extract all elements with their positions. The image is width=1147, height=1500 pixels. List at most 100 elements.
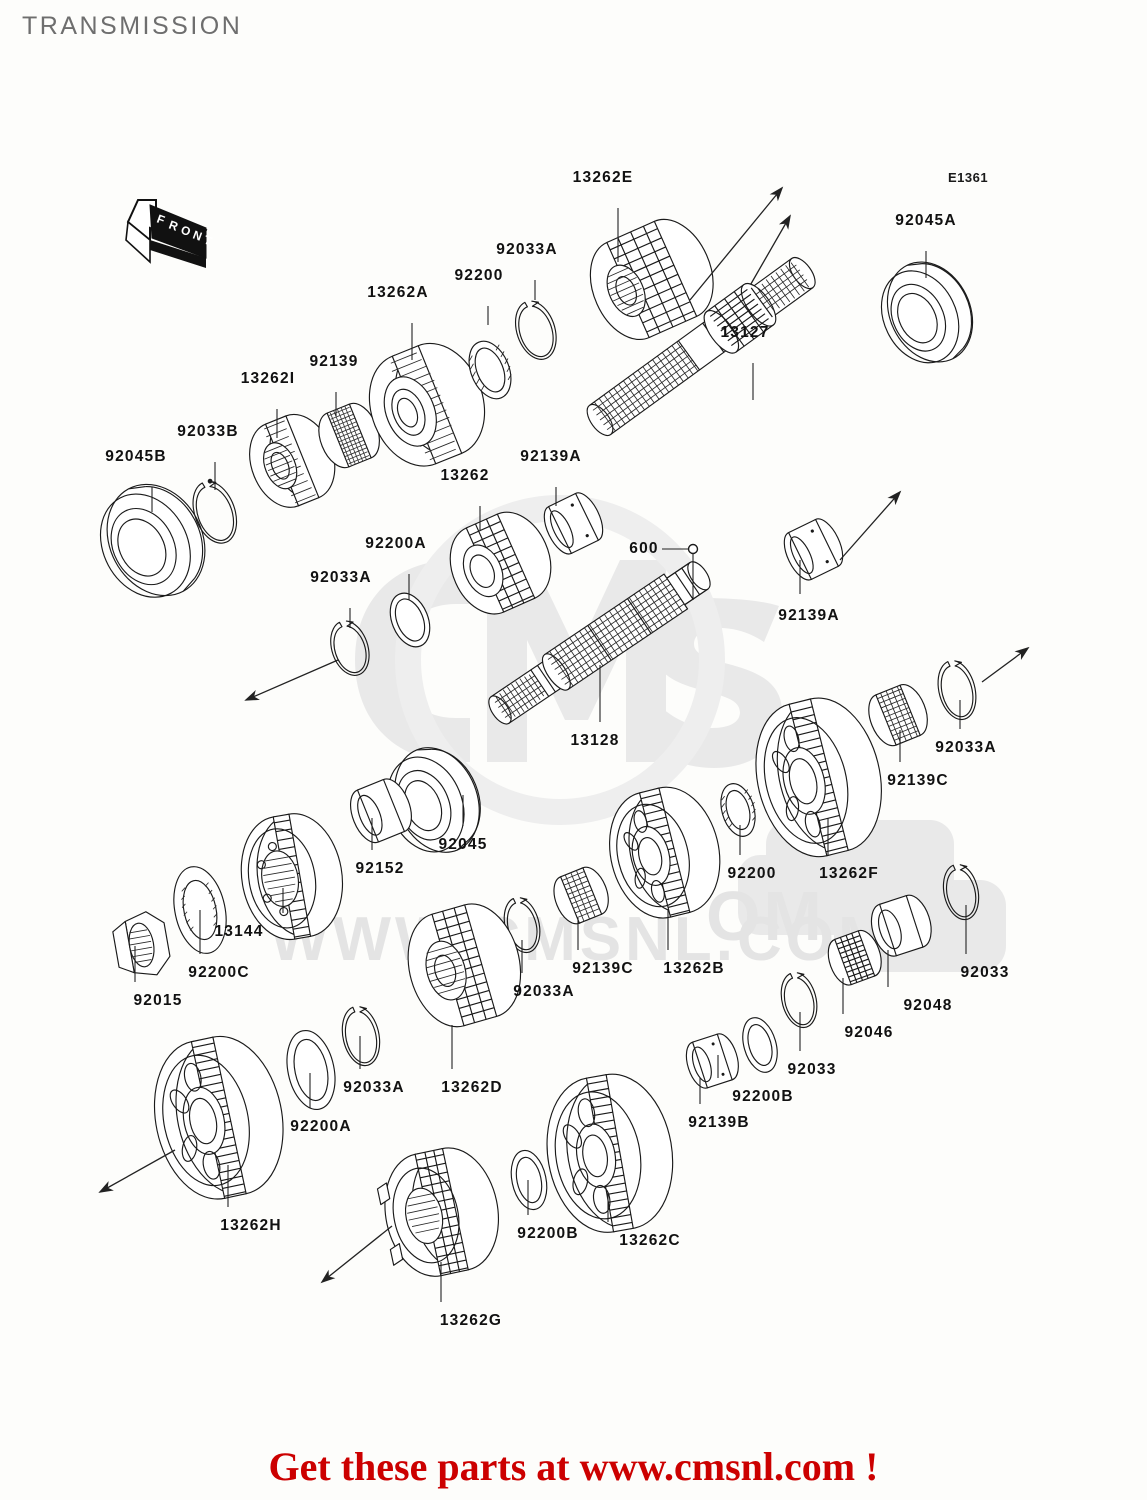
part-92152-collar: [350, 778, 412, 844]
part-13127-shaft: [586, 256, 816, 437]
svg-text:OM: OM: [706, 877, 825, 955]
part-number-label: 13262B: [663, 960, 725, 977]
part-13262C-gear: [546, 1073, 674, 1233]
part-number-label: 92033A: [935, 739, 997, 756]
callout-92033b: 92033B: [177, 423, 239, 490]
part-13262B-gear: [609, 786, 721, 919]
part-92033A-snap-ring-midleft: [330, 620, 370, 676]
part-92139B-bushing: [685, 1033, 739, 1089]
part-92139A-bushing-left: [543, 492, 604, 555]
part-13262H-gear: [153, 1035, 284, 1200]
part-92200B-washer-right: [742, 1017, 778, 1073]
callout-92033: 92033: [960, 905, 1009, 981]
part-92033A-snap-ring-right: [937, 660, 977, 721]
part-number-label: 92033A: [496, 241, 558, 258]
callout-92200b: 92200B: [717, 1055, 794, 1105]
part-number-label: 92033: [960, 964, 1009, 981]
part-number-label: 13262A: [367, 284, 429, 301]
callout-92200a: 92200A: [365, 535, 427, 600]
part-92045B-bearing: [99, 483, 206, 598]
part-600-pin: [662, 543, 699, 600]
part-13262F-gear: [755, 697, 882, 858]
part-92033A-snap-ring-lowerleft: [341, 1006, 381, 1067]
part-number-label: 92033A: [343, 1079, 405, 1096]
callout-92200: 92200: [727, 825, 776, 882]
part-92033-snap-ring-left: [780, 972, 818, 1029]
part-13262E-gear: [589, 218, 714, 341]
callout-13262e: 13262E: [573, 169, 634, 262]
part-92033-snap-ring-right: [942, 864, 980, 921]
callout-13262a: 13262A: [367, 284, 429, 360]
part-13262-gear: [449, 511, 552, 615]
callout-13262c: 13262C: [607, 1192, 681, 1249]
part-92200B-washer-left: [510, 1149, 548, 1211]
callout-92046: 92046: [842, 978, 893, 1041]
part-13262G-gear: [376, 1147, 500, 1277]
part-number-label: 13262D: [441, 1079, 503, 1096]
part-92139C-needle-bearing-center: [553, 866, 609, 925]
assembly-arrow-right-upper: [839, 488, 904, 561]
part-number-label: 92033B: [177, 423, 239, 440]
callout-13262d: 13262D: [441, 1025, 503, 1096]
part-13128-shaft: [488, 561, 711, 725]
part-number-label: 600: [629, 540, 658, 557]
part-number-label: 92139A: [520, 448, 582, 465]
callout-92200: 92200: [454, 267, 502, 325]
callout-13262i: 13262I: [241, 370, 296, 438]
part-number-label: 92200B: [732, 1088, 794, 1105]
part-92048-collar: [870, 894, 932, 957]
callout-13128: 13128: [570, 665, 619, 749]
callout-13262b: 13262B: [663, 910, 725, 977]
callout-92033a: 92033A: [496, 241, 558, 300]
part-number-label: 13262I: [241, 370, 296, 387]
callout-92200c: 92200C: [188, 910, 250, 981]
callout-92045b: 92045B: [105, 448, 166, 512]
part-13262I-gear: [249, 413, 336, 508]
part-number-label: 13262C: [619, 1232, 681, 1249]
part-number-label: 92033A: [310, 569, 372, 586]
part-number-label: 92200A: [290, 1118, 352, 1135]
part-number-label: 92200: [727, 865, 776, 882]
part-92139-needle-bearing: [318, 402, 380, 469]
callout-92152: 92152: [355, 818, 403, 877]
callout-92139a: 92139A: [778, 560, 839, 624]
callout-13262: 13262: [440, 467, 488, 530]
callout-92033a: 92033A: [935, 700, 997, 756]
part-number-label: 92200A: [365, 535, 427, 552]
part-number-label: 13128: [570, 732, 619, 749]
callout-92015: 92015: [133, 946, 181, 1009]
callout-92200b: 92200B: [517, 1180, 579, 1242]
callout-13262g: 13262G: [440, 1262, 502, 1329]
callout-layer: 13262E 92045A 92033A 92200 13262A 13127 92139 1…: [105, 169, 1009, 1329]
callout-92139c: 92139C: [887, 730, 948, 789]
part-number-label: 92200C: [188, 964, 250, 981]
part-13144-sprocket: [240, 813, 344, 941]
part-number-label: 13262H: [220, 1217, 282, 1234]
part-number-label: 92045: [438, 836, 487, 853]
assembly-arrow-bottom: [318, 1225, 393, 1286]
part-number-label: 92048: [903, 997, 952, 1014]
callout-92033a: 92033A: [343, 1036, 405, 1096]
part-number-label: 13127: [720, 324, 769, 341]
svg-text:F: F: [155, 212, 167, 228]
part-92200-washer: [468, 340, 512, 400]
callout-92139b: 92139B: [688, 1078, 749, 1131]
part-number-label: 13262E: [573, 169, 634, 186]
part-92200A-washer-mid: [389, 592, 431, 648]
callout-92139: 92139: [309, 353, 358, 416]
part-92046-needle-bearing: [827, 929, 882, 986]
part-number-label: 13144: [214, 923, 263, 940]
part-number-label: 92139: [309, 353, 358, 370]
part-92033B-snap-ring: [192, 478, 238, 544]
shaft-integral-gear: [703, 282, 777, 354]
part-92045A-bearing: [880, 261, 974, 364]
part-number-label: 92046: [844, 1024, 893, 1041]
part-number-label: 13262G: [440, 1312, 502, 1329]
part-92033A-snap-ring-top: [514, 300, 557, 360]
svg-text:O: O: [179, 223, 193, 239]
callout-92200a: 92200A: [290, 1073, 352, 1135]
part-number-label: 92045A: [895, 212, 957, 229]
part-number-label: 92200B: [517, 1225, 579, 1242]
